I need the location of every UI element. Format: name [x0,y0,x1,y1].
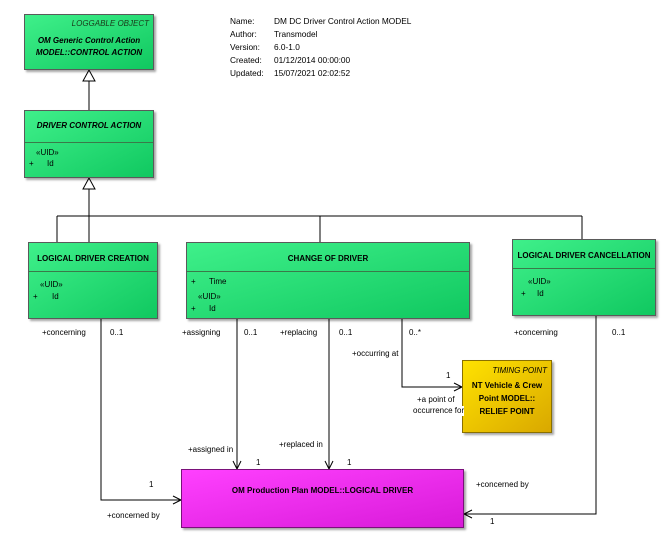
meta-name-value: DM DC Driver Control Action MODEL [274,16,412,26]
change-attr-divider [187,271,469,272]
role-point-of: +a point of [417,395,455,405]
role-concerning-cancel: +concerning [514,328,558,337]
mult-creation: 0..1 [110,328,124,337]
role-replaced-in: +replaced in [279,440,323,449]
ldcancel-attr-divider [513,268,655,269]
meta-updated-label: Updated: [230,68,264,78]
class-logical-driver-cancellation[interactable]: LOGICAL DRIVER CANCELLATION «UID» + Id [512,239,656,316]
change-title: CHANGE OF DRIVER [287,254,369,263]
meta-author-value: Transmodel [274,29,318,39]
change-attr2-visibility: + [191,304,196,313]
dca-uid-stereotype: «UID» [36,148,59,157]
timing-stereotype: TIMING POINT [492,366,547,375]
dca-attr-id: Id [47,159,54,168]
ldcancel-title: LOGICAL DRIVER CANCELLATION [517,251,651,260]
class-loggable-object[interactable]: LOGGABLE OBJECT OM Generic Control Actio… [24,14,154,70]
change-uid-stereotype: «UID» [198,292,221,301]
generalization-arrow-dca [82,68,96,82]
dca-attr-visibility: + [29,159,34,168]
loggable-name-line1: OM Generic Control Action [37,36,141,45]
mult-assigned: 1 [256,458,261,467]
ldcancel-uid-stereotype: «UID» [528,277,551,286]
role-replacing: +replacing [280,328,318,337]
meta-version-value: 6.0-1.0 [274,42,300,52]
mult-replacing: 0..1 [339,328,353,337]
meta-version-label: Version: [230,42,260,52]
ldcreation-attr-visibility: + [33,292,38,301]
ldcancel-attr-visibility: + [521,289,526,298]
class-logical-driver[interactable]: OM Production Plan MODEL::LOGICAL DRIVER [181,469,464,528]
change-attr1-visibility: + [191,277,196,286]
mult-concerned-by-right: 1 [490,517,495,526]
ldcreation-title: LOGICAL DRIVER CREATION [37,254,149,263]
assoc-occurring-at [401,319,462,388]
dca-title: DRIVER CONTROL ACTION [36,121,142,130]
meta-created-value: 01/12/2014 00:00:00 [274,55,351,65]
loggable-stereotype: LOGGABLE OBJECT [71,19,149,28]
role-assigned-in: +assigned in [188,445,234,454]
role-concerning-creation: +concerning [42,328,86,337]
mult-replaced: 1 [347,458,352,467]
generalization-arrow-subclasses [82,176,96,190]
class-logical-driver-creation[interactable]: LOGICAL DRIVER CREATION «UID» + Id [28,242,158,319]
loggable-name-line2: MODEL::CONTROL ACTION [35,48,143,57]
ldcreation-uid-stereotype: «UID» [40,280,63,289]
timing-name-line2: Point MODEL:: [478,394,536,403]
role-assigning: +assigning [182,328,221,337]
ldcreation-attr-id: Id [52,292,59,301]
meta-updated-value: 15/07/2021 02:02:52 [274,68,351,78]
class-change-of-driver[interactable]: CHANGE OF DRIVER + Time «UID» + Id [186,242,470,319]
mult-occurring: 0..* [409,328,422,337]
assoc-creation-logical-driver [100,319,181,501]
class-timing-point[interactable]: TIMING POINT NT Vehicle & Crew Point MOD… [462,360,552,433]
mult-timing: 1 [446,371,451,380]
logical-driver-title: OM Production Plan MODEL::LOGICAL DRIVER [231,486,414,495]
meta-created-label: Created: [230,55,262,65]
timing-name-line1: NT Vehicle & Crew [471,381,543,390]
role-concerned-by-left: +concerned by [107,511,160,520]
dca-attr-divider [25,142,153,143]
mult-assigning: 0..1 [244,328,258,337]
class-driver-control-action[interactable]: DRIVER CONTROL ACTION «UID» + Id [24,110,154,178]
role-occurrence-for: occurrence for [413,406,465,416]
role-concerned-by-right: +concerned by [476,480,529,489]
change-attr-time: Time [209,277,227,286]
change-attr-id: Id [209,304,216,313]
mult-cancel: 0..1 [612,328,626,337]
meta-author-label: Author: [230,29,257,39]
meta-name-label: Name: [230,16,255,26]
mult-concerned-by-left: 1 [149,480,154,489]
ldcreation-attr-divider [29,271,157,272]
ldcancel-attr-id: Id [537,289,544,298]
assoc-cancel-logical-driver [464,316,597,515]
timing-name-line3: RELIEF POINT [479,407,535,416]
role-occurring-at: +occurring at [352,349,399,358]
